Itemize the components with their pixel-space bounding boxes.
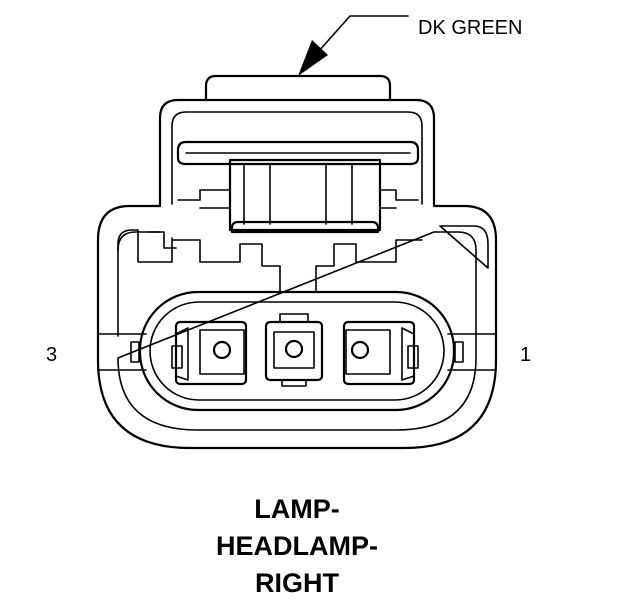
callout-leader-line [317, 15, 409, 53]
right-key [454, 341, 464, 363]
pin-3 [171, 320, 248, 386]
pin-3-frame [199, 329, 245, 375]
pin-2-housing [264, 320, 324, 382]
pin-3-barb [171, 327, 189, 381]
left-latch-step [147, 231, 177, 249]
cavity-outer [138, 290, 456, 412]
pin-3-terminal [212, 340, 232, 360]
lock-mechanism [171, 140, 423, 293]
left-latch [117, 229, 173, 337]
pin-1-terminal [350, 340, 370, 360]
pin-2-tab [279, 313, 309, 387]
pin-3-housing [174, 320, 248, 386]
title-line-1: LAMP- [254, 494, 339, 524]
top-locking-tab [204, 74, 392, 102]
upper-housing-inner [171, 111, 423, 205]
wire-callout: DK GREEN [298, 15, 522, 76]
right-shading [439, 225, 489, 269]
lock-left-wing [177, 189, 231, 209]
pin-2 [264, 313, 324, 387]
pin-number-left: 3 [46, 344, 57, 366]
pin-2-frame [273, 331, 315, 369]
title-line-2: HEADLAMP- [216, 531, 378, 561]
title-line-3: RIGHT [255, 568, 340, 598]
cavity-inner [149, 301, 445, 401]
pin-1-frame [345, 329, 391, 375]
connector-title: LAMP- HEADLAMP- RIGHT [216, 494, 378, 598]
terminal-cavity [138, 290, 456, 412]
pin-1-barb [401, 327, 419, 381]
pin-1-housing [342, 320, 416, 386]
outer-shell [96, 204, 498, 450]
callout-arrowhead [298, 40, 328, 76]
lock-right-wing [379, 189, 419, 209]
lock-bar [230, 220, 380, 234]
upper-housing [158, 98, 436, 208]
pin-1 [342, 320, 419, 386]
lock-lower-right [315, 239, 423, 267]
connector-housing [96, 74, 498, 450]
lock-lower-left [171, 239, 281, 267]
pin-2-terminal [284, 339, 304, 359]
lock-rail [176, 140, 420, 166]
wire-color-label: DK GREEN [418, 17, 522, 39]
pin-number-right: 1 [520, 344, 531, 366]
lock-body [228, 158, 382, 232]
